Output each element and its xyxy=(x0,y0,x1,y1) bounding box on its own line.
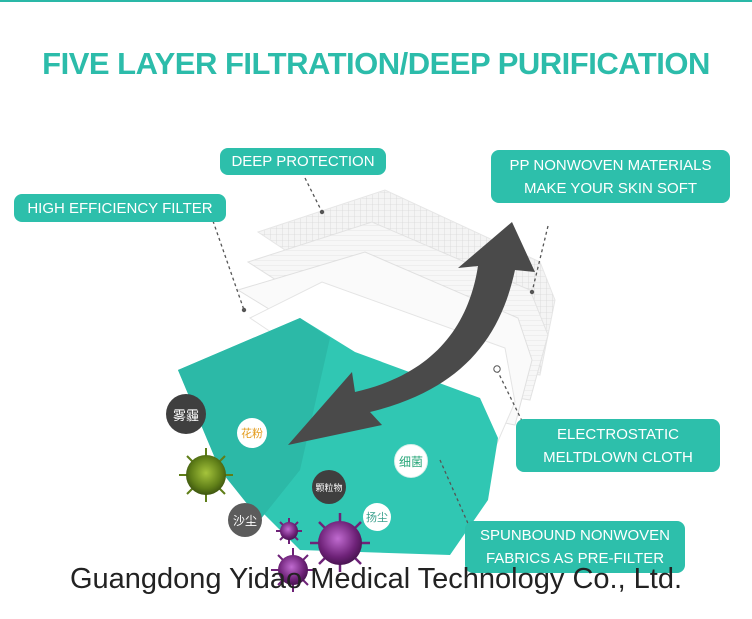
green-virus-icon xyxy=(179,448,233,502)
company-watermark: Guangdong Yidao Medical Technology Co., … xyxy=(69,563,683,595)
particle-bacteria-label: 细菌 xyxy=(398,454,423,469)
particle-dust-bubble: 扬尘 xyxy=(363,503,391,531)
label-deep-protection: DEEP PROTECTION xyxy=(220,148,386,175)
label-high-efficiency-filter-text: HIGH EFFICIENCY FILTER xyxy=(27,199,213,217)
particle-pollen-bubble: 花粉 xyxy=(237,418,267,448)
label-electrostatic: ELECTROSTATIC MELTDLOWN CLOTH xyxy=(516,419,720,472)
label-pp-nonwoven-line1: PP NONWOVEN MATERIALS xyxy=(509,156,712,174)
particle-dust-label: 扬尘 xyxy=(366,512,388,524)
label-electrostatic-line1: ELECTROSTATIC xyxy=(557,425,679,443)
particle-sand-bubble: 沙尘 xyxy=(228,503,262,537)
top-divider-line xyxy=(0,0,752,2)
particle-particulate-bubble: 颗粒物 xyxy=(312,470,346,504)
label-spunbound-line2: FABRICS AS PRE-FILTER xyxy=(485,550,665,567)
label-spunbound-line1: SPUNBOUND NONWOVEN xyxy=(479,527,670,544)
particle-haze-bubble: 雾霾 xyxy=(166,394,206,434)
label-electrostatic-line2: MELTDLOWN CLOTH xyxy=(543,448,693,466)
label-deep-protection-text: DEEP PROTECTION xyxy=(231,153,375,170)
label-high-efficiency-filter: HIGH EFFICIENCY FILTER xyxy=(14,194,226,222)
particle-sand-label: 沙尘 xyxy=(232,513,257,528)
label-spunbound: SPUNBOUND NONWOVEN FABRICS AS PRE-FILTER xyxy=(465,521,685,573)
leader-lines xyxy=(212,177,549,529)
purple-virus-small-icon xyxy=(276,518,302,544)
particle-bacteria-bubble: 细菌 xyxy=(394,444,428,478)
page-headline: FIVE LAYER FILTRATION/DEEP PURIFICATION xyxy=(42,46,710,81)
purple-virus-large-icon xyxy=(310,513,370,572)
particle-particulate-label: 颗粒物 xyxy=(315,482,343,493)
particle-pollen-label: 花粉 xyxy=(241,428,263,440)
particle-haze-label: 雾霾 xyxy=(172,407,199,423)
label-pp-nonwoven-line2: MAKE YOUR SKIN SOFT xyxy=(523,179,698,197)
purple-virus-medium-icon xyxy=(271,548,315,592)
label-pp-nonwoven: PP NONWOVEN MATERIALS MAKE YOUR SKIN SOF… xyxy=(491,150,730,203)
airflow-arrow xyxy=(288,222,535,445)
